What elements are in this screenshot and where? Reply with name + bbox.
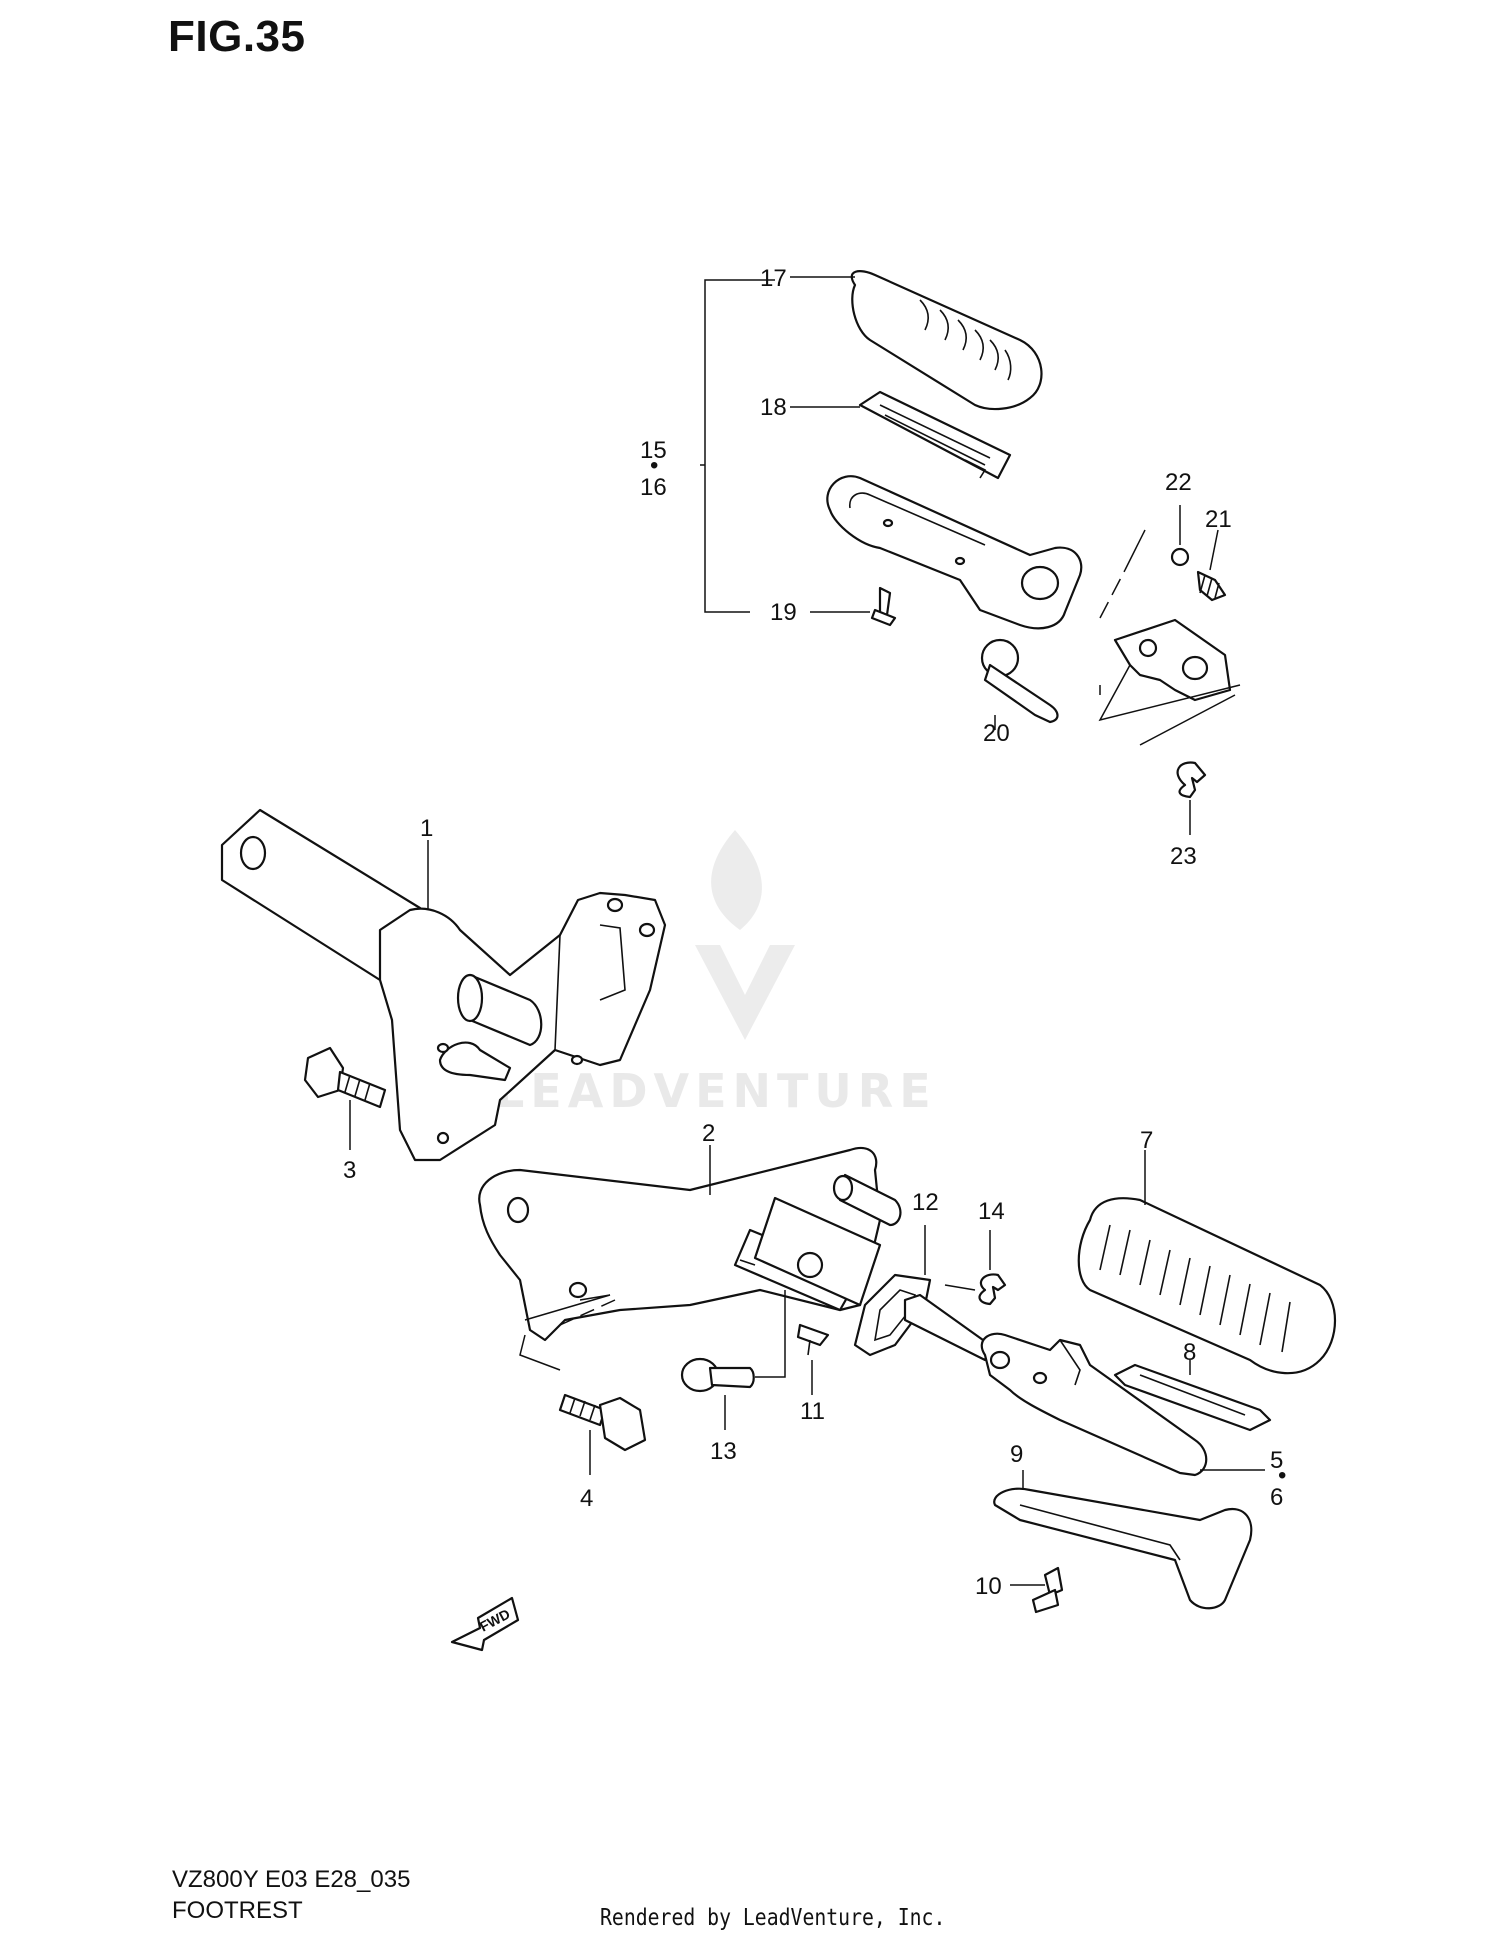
part-3-bolt (303, 1046, 387, 1109)
callout-6: 6 (1270, 1484, 1283, 1511)
section-name: FOOTREST (172, 1897, 303, 1924)
callout-8: 8 (1183, 1339, 1196, 1366)
leadventure-watermark: LEADVENTURE (495, 830, 937, 1118)
part-23-e-ring (1176, 761, 1207, 799)
part-19-screw-upper (870, 586, 897, 627)
svg-text:•: • (650, 452, 658, 479)
part-4-bolt (558, 1393, 647, 1452)
callout-3: 3 (343, 1157, 356, 1184)
callout-19: 19 (770, 599, 797, 626)
callout-21: 21 (1205, 506, 1232, 533)
part-17-footpeg-rubber-upper (850, 270, 1043, 411)
callout-10: 10 (975, 1573, 1002, 1600)
part-2-footrest-bracket (478, 1146, 902, 1342)
part-20-pin-upper (980, 638, 1059, 724)
part-1-footrest-bracket (220, 808, 667, 1162)
part-5-6-footpeg-arm-lower (903, 1293, 1208, 1477)
upper-footpeg-holder (1098, 618, 1241, 746)
callout-numbers: 17 18 15 • 16 19 22 21 20 23 1 3 2 7 12 … (343, 265, 1286, 1600)
part-14-e-ring (978, 1273, 1007, 1306)
callout-4: 4 (580, 1485, 593, 1512)
callout-1: 1 (420, 815, 433, 842)
callout-22: 22 (1165, 469, 1192, 496)
callout-17: 17 (760, 265, 787, 292)
callout-12: 12 (912, 1189, 939, 1216)
callout-15: 15 (640, 437, 667, 464)
part-21-spring (1196, 570, 1227, 602)
part-8-plate-lower (1113, 1363, 1272, 1432)
part-7-footpeg-rubber-lower (1077, 1197, 1337, 1375)
callout-11: 11 (800, 1398, 825, 1425)
rendered-by-credit: Rendered by LeadVenture, Inc. (600, 1905, 946, 1931)
part-13-pin (680, 1357, 755, 1393)
part-10-screw (1031, 1566, 1064, 1614)
callout-5: 5 (1270, 1447, 1283, 1474)
callout-18: 18 (760, 394, 787, 421)
part-11-small-pin (796, 1323, 830, 1356)
fwd-direction-arrow: FWD (450, 1596, 520, 1652)
callout-13: 13 (710, 1438, 737, 1465)
callout-2: 2 (702, 1120, 715, 1147)
figure-title: FIG.35 (168, 12, 306, 61)
part-22-ball (1170, 547, 1190, 567)
callout-14: 14 (978, 1198, 1005, 1225)
svg-text:•: • (1278, 1462, 1286, 1489)
callout-20: 20 (983, 720, 1010, 747)
model-code: VZ800Y E03 E28_035 (172, 1866, 411, 1893)
callout-7: 7 (1140, 1127, 1153, 1154)
callout-16: 16 (640, 474, 667, 501)
part-18-plate-upper (858, 390, 1012, 480)
callout-9: 9 (1010, 1441, 1023, 1468)
part-15-16-footpeg-arm-upper (826, 475, 1083, 630)
callout-23: 23 (1170, 843, 1197, 870)
part-9-footpeg-lower (993, 1487, 1253, 1610)
watermark-text: LEADVENTURE (495, 1064, 937, 1118)
